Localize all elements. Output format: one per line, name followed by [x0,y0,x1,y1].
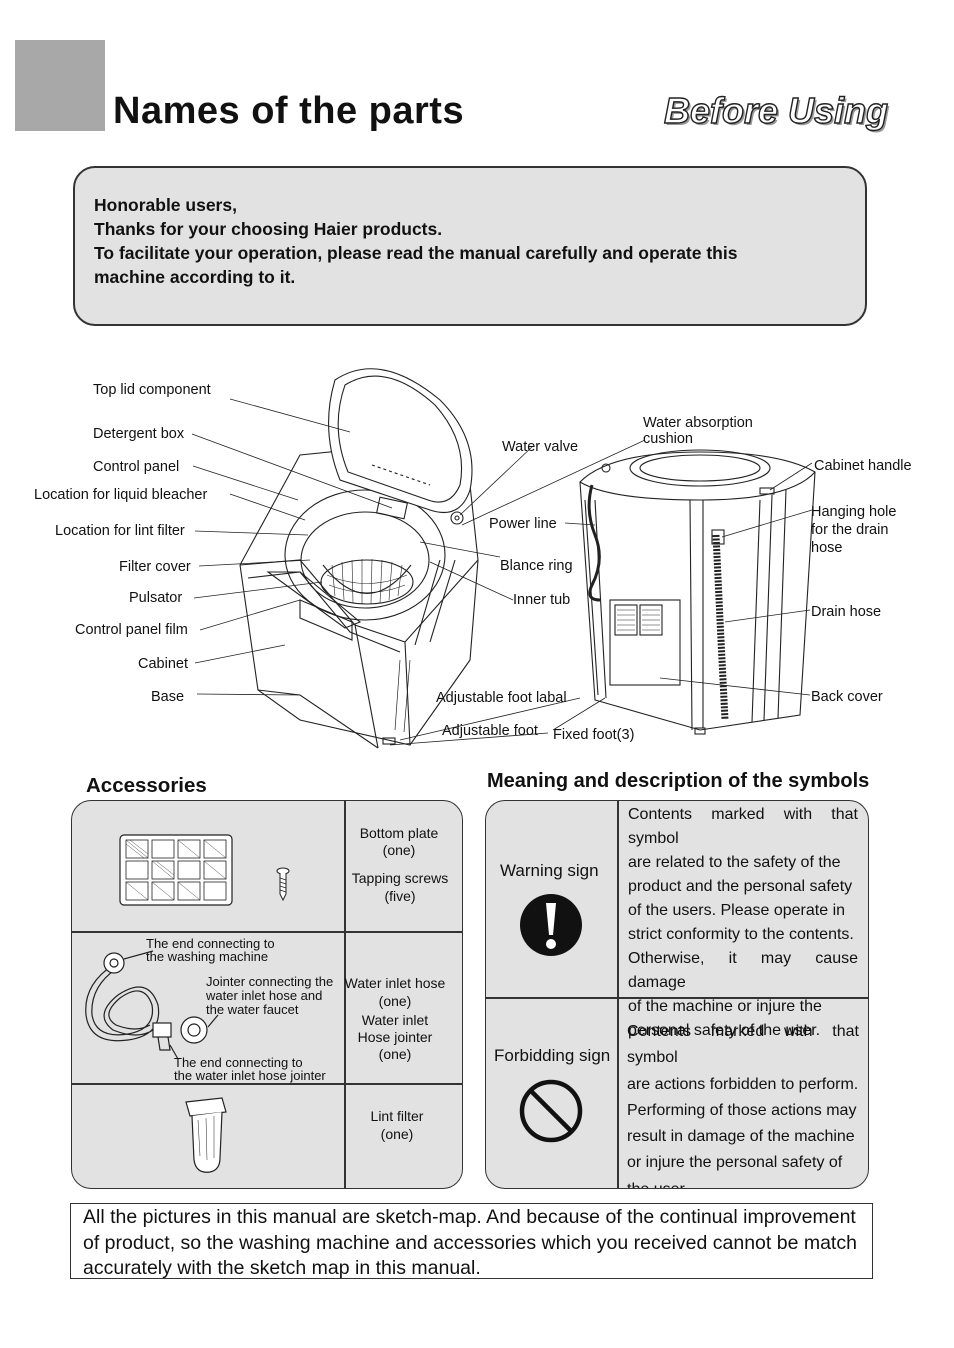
table-divider [72,1083,462,1085]
label-inner-tub: Inner tub [513,592,571,608]
greeting-text: Honorable users, Thanks for your choosin… [94,193,834,289]
footer-note: All the pictures in this manual are sket… [83,1205,857,1282]
footer-line: All the pictures in this manual are sket… [83,1206,856,1228]
greeting-line: machine according to it. [94,267,296,287]
warning-line: are related to the safety of the [628,854,841,871]
footer-note-box [70,1203,873,1279]
warning-line: Otherwise, it may cause damage [628,950,858,991]
forbidding-line: result in damage of the machine [627,1128,855,1146]
forbidding-line: the user. [627,1177,859,1188]
water-inlet-hose-icon [85,950,219,1060]
forbidding-line: Contents marked with that symbol [627,1023,859,1067]
callout-jointer-3: the water faucet [206,1002,299,1017]
bottom-plate-label: Bottom plate [359,825,439,841]
prohibition-circle-icon [519,1079,583,1143]
lint-filter-count: (one) [380,1126,414,1142]
callout-end-washing-machine: The end connecting to [146,936,275,951]
tapping-screws-label: Tapping screws [351,870,449,886]
label-detergent-box: Detergent box [93,426,185,442]
top-lid [328,368,473,514]
forbidding-description: Contents marked with that symbol are act… [627,1019,859,1188]
callout-jointer: Jointer connecting the [206,974,334,989]
bottom-plate-icon [119,834,233,906]
label-adjustable-foot-labal: Adjustable foot labal [436,690,567,706]
label-hanging-hole-drain: for the drain [811,522,889,538]
table-divider [72,931,462,933]
cabinet-front-edge [354,624,379,749]
label-base: Base [151,689,185,705]
label-water-absorption: Water absorption [643,415,753,431]
label-water-absorption-cushion: cushion [643,431,693,447]
water-inlet-hose-label: Water inlet hose [344,975,446,991]
callout-end-jointer-2: the water inlet hose jointer [174,1068,326,1083]
label-filter-cover: Filter cover [119,559,191,575]
warning-line: Contents marked with that symbol [628,806,858,847]
callout-jointer-2: water inlet hose and [206,988,323,1003]
accessories-title: Accessories [86,774,207,797]
label-control-panel: Control panel [93,459,180,475]
exclamation-circle-icon [520,894,582,956]
label-power-line: Power line [489,516,557,532]
accessories-table: Bottom plate (one) Tapping screws (five)… [71,800,463,1189]
symbols-table: Warning sign Contents marked with that s… [485,800,869,1189]
parts-diagram: Top lid component Detergent box Control … [0,360,954,760]
forbidding-line: or injure the personal safety of [627,1154,843,1172]
symbols-title: Meaning and description of the symbols [487,770,870,792]
label-control-panel-film: Control panel film [75,622,188,638]
drain-hose [712,534,729,721]
footer-line: of product, so the washing machine and a… [83,1231,857,1254]
tapping-screw-icon [276,867,290,902]
greeting-line: To facilitate your operation, please rea… [94,243,738,263]
warning-line: product and the personal safety [628,878,853,895]
label-hanging-hole: Hanging hole [811,504,897,520]
water-inlet-hose-count: (one) [378,993,412,1009]
label-back-cover: Back cover [811,689,883,705]
bottom-plate-count: (one) [382,842,416,858]
forbidding-sign-label: Forbidding sign [494,1046,611,1065]
greeting-line: Honorable users, [94,195,237,215]
forbidding-line: Performing of those actions may [627,1101,857,1119]
hose-jointer-label-2: Hose jointer [357,1029,433,1045]
corner-block [15,40,105,131]
label-cabinet-handle: Cabinet handle [814,458,912,474]
washing-machine-illustration [191,368,816,749]
section-title: Before Using [663,89,889,131]
label-blance-ring: Blance ring [500,558,573,574]
tapping-screws-count: (five) [384,888,416,904]
hose-jointer-count: (one) [378,1046,412,1062]
label-pulsator: Pulsator [129,590,183,606]
label-top-lid: Top lid component [93,382,211,398]
label-fixed-foot: Fixed foot(3) [553,727,635,743]
greeting-box [73,166,867,326]
table-divider [344,801,346,1188]
label-drain-hose: Drain hose [811,604,882,620]
label-adjustable-foot: Adjustable foot [442,723,538,739]
hose-jointer-label: Water inlet [361,1012,429,1028]
label-lint-filter: Location for lint filter [55,523,185,539]
footer-line: accurately with the sketch map in this m… [83,1257,481,1279]
label-water-valve: Water valve [502,439,579,455]
warning-line: of the users. Please operate in [628,902,846,919]
table-divider [486,997,868,999]
callout-end-jointer: The end connecting to [174,1055,303,1070]
callout-end-washing-machine-2: the washing machine [146,949,269,964]
page-title: Names of the parts [113,90,465,132]
lint-filter-icon [185,1097,227,1173]
label-cabinet: Cabinet [138,656,188,672]
label-liquid-bleacher: Location for liquid bleacher [34,487,208,503]
warning-description: Contents marked with that symbol are rel… [628,803,858,1043]
table-divider [617,801,619,1188]
warning-line: personal safety of the user. [628,1022,821,1039]
lint-filter-label: Lint filter [370,1108,424,1124]
warning-line: strict conformity to the contents. [628,926,854,943]
back-cover [609,599,681,686]
forbidding-line: are actions forbidden to perform. [627,1075,859,1093]
tub-opening [284,489,446,621]
label-hanging-hole-hose: hose [811,540,843,556]
warning-sign-label: Warning sign [500,861,599,880]
greeting-line: Thanks for your choosing Haier products. [94,219,443,239]
warning-line: of the machine or injure the [628,998,822,1015]
